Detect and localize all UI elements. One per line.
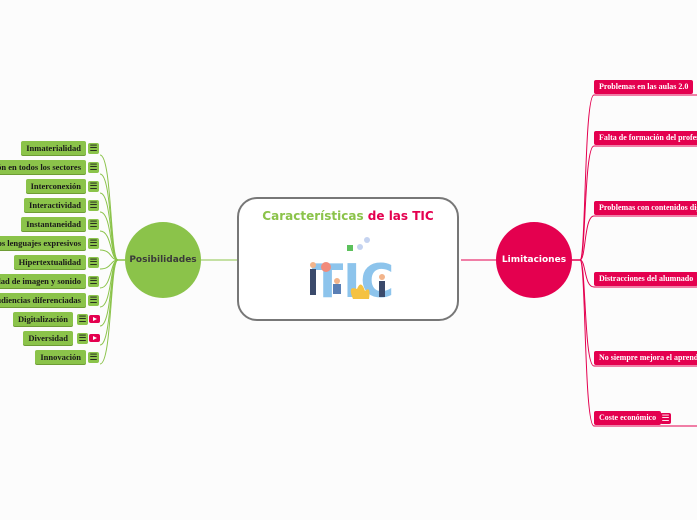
note-icon[interactable]: ☰ — [77, 314, 88, 325]
subtopic-10[interactable]: Diversidad — [23, 331, 73, 345]
note-icon[interactable]: ☰ — [88, 143, 99, 154]
note-icon[interactable]: ☰ — [88, 295, 99, 306]
note-icon[interactable]: ☰ — [88, 257, 99, 268]
subtopic-6[interactable]: Hipertextualidad — [13, 255, 86, 269]
topic-label: Limitaciones — [501, 255, 567, 265]
topic-limitaciones[interactable]: Limitaciones — [496, 222, 572, 298]
central-topic[interactable]: Características de las TIC TIC — [237, 197, 459, 321]
youtube-icon[interactable] — [89, 334, 100, 342]
subtopic-9[interactable]: Digitalización — [12, 312, 73, 326]
note-icon[interactable]: ☰ — [77, 333, 88, 344]
note-icon[interactable]: ☰ — [88, 352, 99, 363]
connector-line — [579, 215, 697, 261]
subtopic-0[interactable]: Inmaterialidad — [21, 141, 86, 155]
note-icon[interactable]: ☰ — [660, 413, 671, 424]
subtopic-0[interactable]: Problemas en las aulas 2.0 — [594, 80, 694, 94]
connector-line — [579, 259, 697, 427]
note-icon[interactable]: ☰ — [88, 200, 99, 211]
title-part1: Características — [262, 209, 364, 223]
subtopic-4[interactable]: No siempre mejora el aprendiz — [594, 351, 697, 365]
subtopic-2[interactable]: Problemas con contenidos digi — [594, 201, 697, 215]
note-icon[interactable]: ☰ — [88, 276, 99, 287]
connector-line — [579, 94, 697, 261]
subtopic-5[interactable]: Coste económico — [594, 411, 662, 425]
subtopic-1[interactable]: ción en todos los sectores — [0, 160, 86, 174]
connector-line — [99, 154, 119, 261]
subtopic-4[interactable]: Instantaneidad — [21, 217, 86, 231]
note-icon[interactable]: ☰ — [88, 162, 99, 173]
note-icon[interactable]: ☰ — [88, 219, 99, 230]
note-icon[interactable]: ☰ — [88, 238, 99, 249]
subtopic-3[interactable]: Distracciones del alumnado — [594, 272, 697, 286]
subtopic-8[interactable]: Audiencias diferenciadas — [0, 293, 86, 307]
connector-line — [579, 259, 697, 288]
tic-illustration: TIC — [285, 229, 415, 317]
central-title: Características de las TIC — [239, 209, 457, 223]
subtopic-5[interactable]: evos lenguajes expresivos — [0, 236, 86, 250]
youtube-icon[interactable] — [89, 315, 100, 323]
subtopic-7[interactable]: lidad de imagen y sonido — [0, 274, 86, 288]
topic-label: Posibilidades — [129, 255, 197, 265]
note-icon[interactable]: ☰ — [88, 181, 99, 192]
subtopic-11[interactable]: Innovación — [35, 350, 86, 364]
connector-line — [579, 145, 697, 261]
subtopic-3[interactable]: Interactividad — [24, 198, 86, 212]
connector-line — [99, 259, 119, 365]
subtopic-1[interactable]: Falta de formación del profeso — [594, 131, 697, 145]
topic-posibilidades[interactable]: Posibilidades — [125, 222, 201, 298]
title-part2: de las TIC — [367, 209, 434, 223]
subtopic-2[interactable]: Interconexión — [25, 179, 86, 193]
connector-line — [99, 230, 119, 261]
